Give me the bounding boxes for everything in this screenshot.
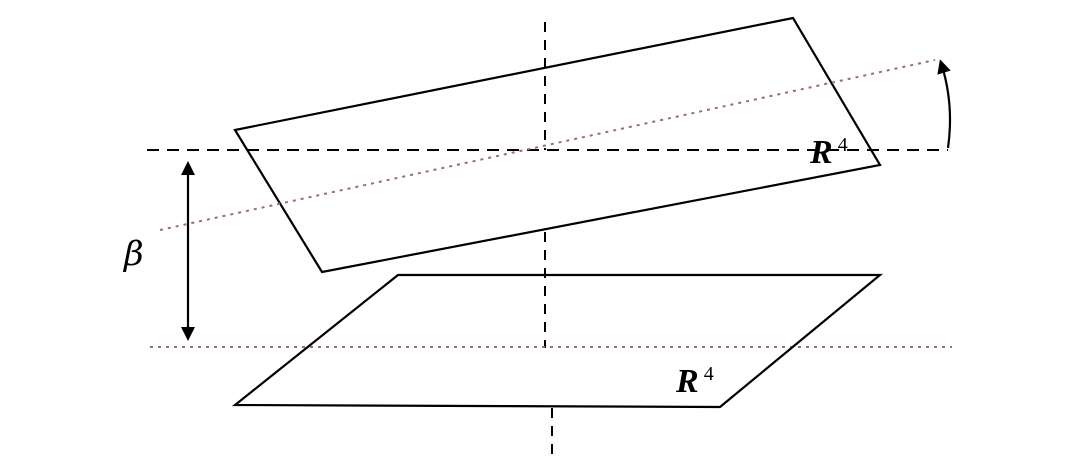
lower-plane-exponent: 4 xyxy=(704,363,714,385)
beta-label: β xyxy=(122,234,144,274)
rotation-angle-arrow xyxy=(937,59,952,149)
upper-plane-letter: R xyxy=(809,134,833,171)
lower-plane-label: R 4 xyxy=(675,363,714,400)
upper-plane-exponent: 4 xyxy=(838,134,848,156)
upper-plane xyxy=(233,16,882,274)
lower-plane-letter: R xyxy=(675,363,699,400)
lower-plane xyxy=(231,273,884,409)
upper-plane-label: R 4 xyxy=(809,134,848,171)
